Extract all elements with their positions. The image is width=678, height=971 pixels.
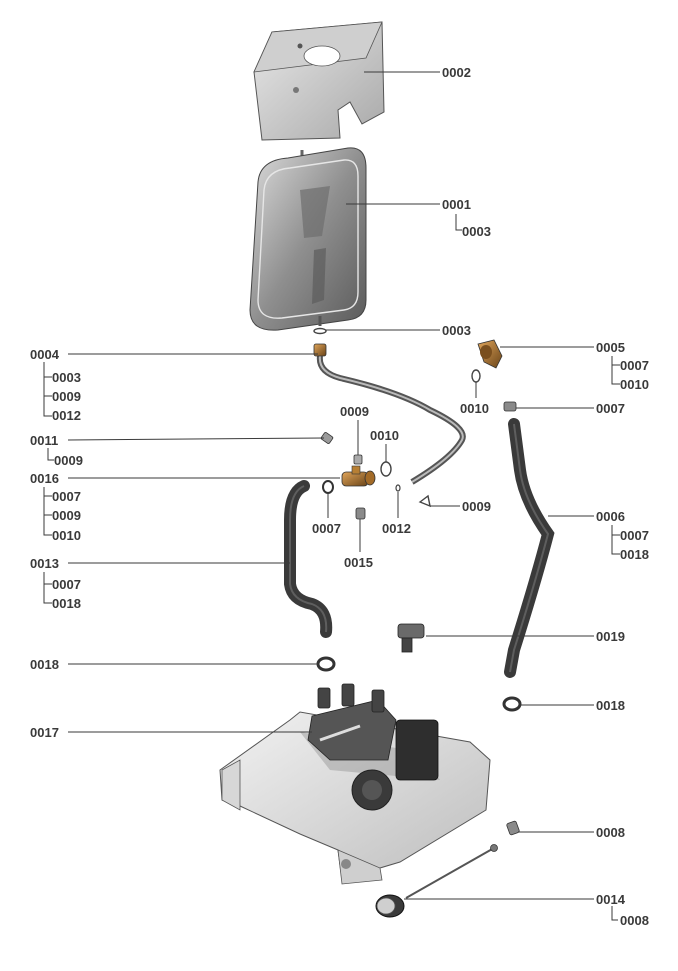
callout-0008: 0008 [596,825,625,840]
callout-0011-sub-0009: 0009 [54,453,83,468]
callout-0018-b: 0018 [596,698,625,713]
part-0009-spring-clip-a [353,454,363,465]
callout-labels: 0002 0001 0003 0003 0004 0003 0009 0012 … [30,65,649,928]
callout-0005-sub-0007: 0007 [620,358,649,373]
callout-0010-a: 0010 [460,401,489,416]
part-0018-clamp-left [316,656,336,672]
part-0019-valve-fitting [397,623,425,653]
part-0015-fitting [355,507,366,520]
part-0007-clip-mid [322,480,334,494]
callout-0007-a: 0007 [596,401,625,416]
part-0018-clamp-right [502,696,522,712]
callout-0016-sub-0010: 0010 [52,528,81,543]
callout-0009-b: 0009 [462,499,491,514]
part-0011-valve [320,432,334,444]
part-0010-o-ring-b [380,461,392,477]
callout-0001: 0001 [442,197,471,212]
callout-0009-a: 0009 [340,404,369,419]
callout-0013-sub-0018: 0018 [52,596,81,611]
callout-0003: 0003 [442,323,471,338]
callout-0005: 0005 [596,340,625,355]
callout-0004-sub-0012: 0012 [52,408,81,423]
callout-0006: 0006 [596,509,625,524]
part-0006-hose-right [504,418,555,678]
callout-0019: 0019 [596,629,625,644]
callout-0002: 0002 [442,65,471,80]
callout-0016-sub-0009: 0009 [52,508,81,523]
callout-0004-sub-0009: 0009 [52,389,81,404]
callout-0001-sub-0003: 0003 [462,224,491,239]
callout-0018-a: 0018 [30,657,59,672]
part-0003-o-ring [313,327,327,335]
part-0012-o-ring [395,484,401,492]
callout-0013: 0013 [30,556,59,571]
callout-0014: 0014 [596,892,626,907]
callout-0004-sub-0003: 0003 [52,370,81,385]
callout-0016-sub-0007: 0007 [52,489,81,504]
part-0001-expansion-vessel [249,147,367,331]
callout-0006-sub-0007: 0007 [620,528,649,543]
leader-lines [43,71,620,921]
part-0004-flexible-pipe [313,343,466,485]
part-0009-spring-clip-b [418,494,431,508]
part-0016-manifold-fitting [341,465,376,487]
part-0014-pressure-gauge [375,844,498,918]
part-0008-clip [506,820,520,836]
callout-0015: 0015 [344,555,373,570]
callout-0010-b: 0010 [370,428,399,443]
callout-0014-sub-0008: 0008 [620,913,649,928]
callout-0012: 0012 [382,521,411,536]
part-0017-hydraulic-group [219,683,491,885]
callout-0013-sub-0007: 0007 [52,577,81,592]
callout-0011: 0011 [30,433,58,448]
part-0007-clip-right [503,401,517,412]
callout-0016: 0016 [30,471,59,486]
part-0002-cover-bracket [253,21,385,141]
part-0010-o-ring-a [471,369,481,383]
callout-0006-sub-0018: 0018 [620,547,649,562]
part-0005-elbow-fitting [477,339,503,369]
callout-0005-sub-0010: 0010 [620,377,649,392]
callout-0004: 0004 [30,347,60,362]
callout-0017: 0017 [30,725,59,740]
callout-0007-b: 0007 [312,521,341,536]
